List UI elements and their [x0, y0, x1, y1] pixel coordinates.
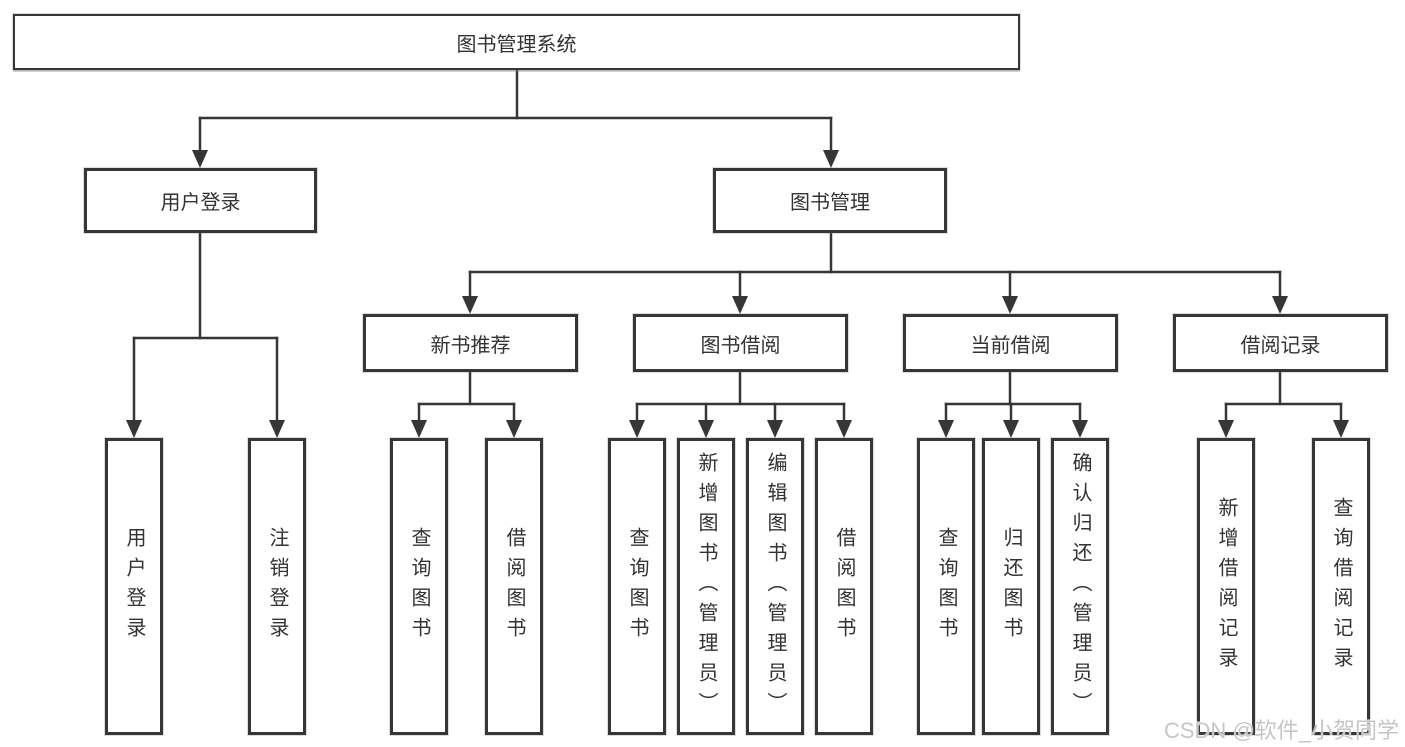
branch-book-borrowing: 图书借阅: [633, 314, 848, 372]
leaf-return-books: 归还图书: [982, 438, 1040, 735]
node-library-management-system: 图书管理系统: [13, 14, 1020, 70]
leaf-return-books-label: 归还图书: [1000, 526, 1022, 647]
leaf-user-login: 用户登录: [105, 438, 163, 735]
leaf-borrow-books-borrowing-label: 借阅图书: [833, 526, 855, 647]
leaf-confirm-return-admin-label: 确认归还（管理员）: [1069, 451, 1091, 722]
leaf-add-books-admin-label: 新增图书（管理员）: [695, 451, 717, 722]
leaf-query-books-borrowing-label: 查询图书: [626, 526, 648, 647]
leaf-logout-label: 注销登录: [266, 526, 288, 647]
leaf-add-borrowing-record: 新增借阅记录: [1197, 438, 1255, 735]
leaf-edit-books-admin-label: 编辑图书（管理员）: [764, 451, 786, 722]
leaf-logout: 注销登录: [248, 438, 306, 735]
leaf-query-books-recommend: 查询图书: [390, 438, 448, 735]
leaf-query-books-borrowing: 查询图书: [608, 438, 666, 735]
leaf-borrow-books-recommend-label: 借阅图书: [503, 526, 525, 647]
leaf-edit-books-admin: 编辑图书（管理员）: [746, 438, 804, 735]
leaf-add-books-admin: 新增图书（管理员）: [677, 438, 735, 735]
branch-current-borrowing: 当前借阅: [903, 314, 1118, 372]
leaf-borrow-books-recommend: 借阅图书: [485, 438, 543, 735]
leaf-query-books-current-label: 查询图书: [935, 526, 957, 647]
leaf-add-borrowing-record-label: 新增借阅记录: [1215, 496, 1237, 677]
branch-book-management: 图书管理: [713, 168, 947, 233]
leaf-query-borrowing-record: 查询借阅记录: [1312, 438, 1370, 735]
leaf-query-books-current: 查询图书: [917, 438, 975, 735]
branch-user-login: 用户登录: [84, 168, 317, 233]
leaf-user-login-label: 用户登录: [123, 526, 145, 647]
leaf-confirm-return-admin: 确认归还（管理员）: [1051, 438, 1109, 735]
branch-borrowing-records: 借阅记录: [1173, 314, 1388, 372]
leaf-query-books-recommend-label: 查询图书: [408, 526, 430, 647]
csdn-watermark: CSDN @软件_小贺同学: [1163, 718, 1399, 743]
branch-new-book-recommendation: 新书推荐: [363, 314, 578, 372]
leaf-query-borrowing-record-label: 查询借阅记录: [1330, 496, 1352, 677]
leaf-borrow-books-borrowing: 借阅图书: [815, 438, 873, 735]
